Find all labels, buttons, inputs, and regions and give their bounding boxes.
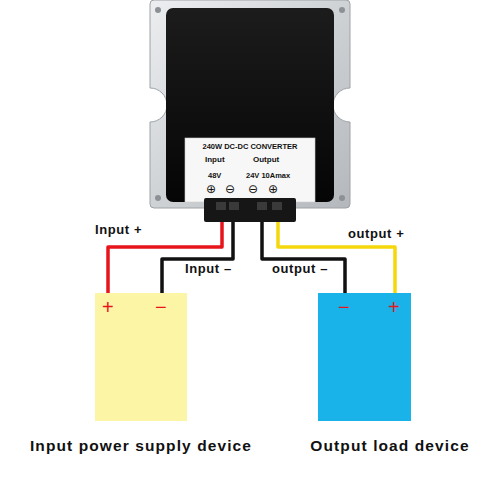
power-supply-box: +−Input power supply device <box>95 293 187 421</box>
terminal-block <box>204 198 296 222</box>
mount-hole <box>155 7 161 13</box>
wire <box>262 222 345 293</box>
black-cover <box>166 8 334 202</box>
wire-label: Input – <box>185 262 232 275</box>
terminal-sign: + <box>102 297 114 317</box>
converter-module: 240W DC-DC CONVERTER Input Output 48V 24V 10… <box>150 0 350 222</box>
device-caption: Output load device <box>310 438 469 454</box>
polarity-symbol: ⊕ <box>206 183 216 195</box>
device-caption: Input power supply device <box>30 438 252 454</box>
load-box: −+Output load device <box>318 293 411 421</box>
output-heading: Output <box>253 156 279 164</box>
terminal-screw <box>216 202 226 210</box>
wire-label: Input + <box>95 223 142 236</box>
wire <box>162 222 233 293</box>
terminal-sign: − <box>155 297 167 317</box>
mount-hole <box>339 7 345 13</box>
aluminium-case <box>150 0 350 208</box>
polarity-symbol: ⊖ <box>225 183 235 195</box>
output-rating: 24V 10Amax <box>246 172 290 180</box>
wire-label: output – <box>272 262 328 275</box>
terminal-screw <box>229 202 239 210</box>
input-heading: Input <box>205 156 225 164</box>
mount-hole <box>339 195 345 201</box>
mount-hole <box>155 195 161 201</box>
wire-label: output + <box>348 227 404 240</box>
terminal-screw <box>272 202 282 210</box>
terminal-sign: + <box>388 297 400 317</box>
terminal-screw <box>257 202 267 210</box>
polarity-symbol: ⊕ <box>268 183 278 195</box>
input-voltage: 48V <box>208 172 221 180</box>
product-title: 240W DC-DC CONVERTER <box>150 143 350 151</box>
terminal-sign: − <box>338 297 350 317</box>
polarity-symbol: ⊖ <box>248 183 258 195</box>
